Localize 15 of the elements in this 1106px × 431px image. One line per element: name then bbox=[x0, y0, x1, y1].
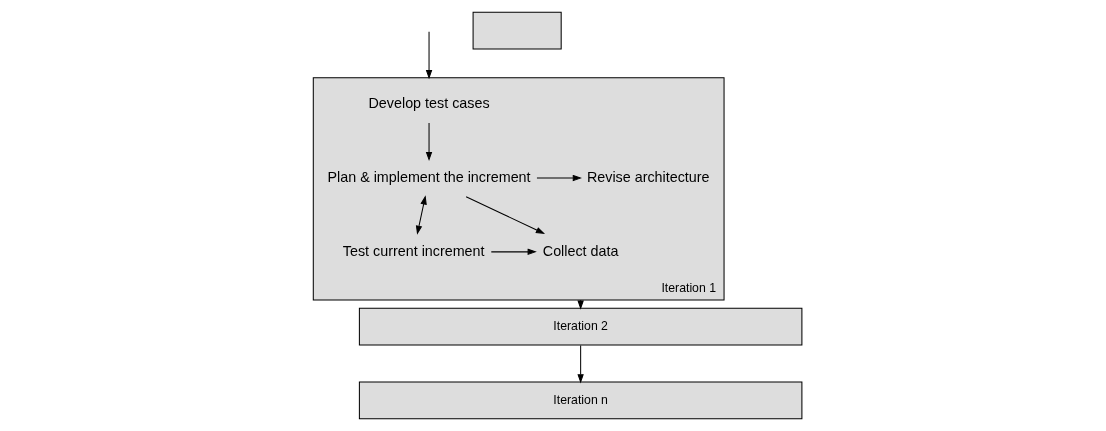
node-text: Collect data bbox=[542, 242, 618, 259]
node-box bbox=[472, 11, 562, 50]
arrow bbox=[490, 248, 537, 256]
node-box: Iteration 2 bbox=[358, 307, 802, 346]
node-text: Revise architecture bbox=[586, 168, 710, 185]
node-box: Iteration n bbox=[358, 381, 802, 420]
arrow bbox=[425, 31, 432, 80]
node-text: Test current increment bbox=[342, 242, 485, 259]
arrow bbox=[576, 344, 584, 384]
node-text: Develop test cases bbox=[368, 95, 490, 112]
arrow bbox=[465, 196, 545, 234]
node-text: Plan & implement the increment bbox=[327, 168, 531, 185]
arrow bbox=[535, 174, 582, 182]
arrow bbox=[415, 195, 427, 235]
arrow bbox=[425, 122, 432, 162]
